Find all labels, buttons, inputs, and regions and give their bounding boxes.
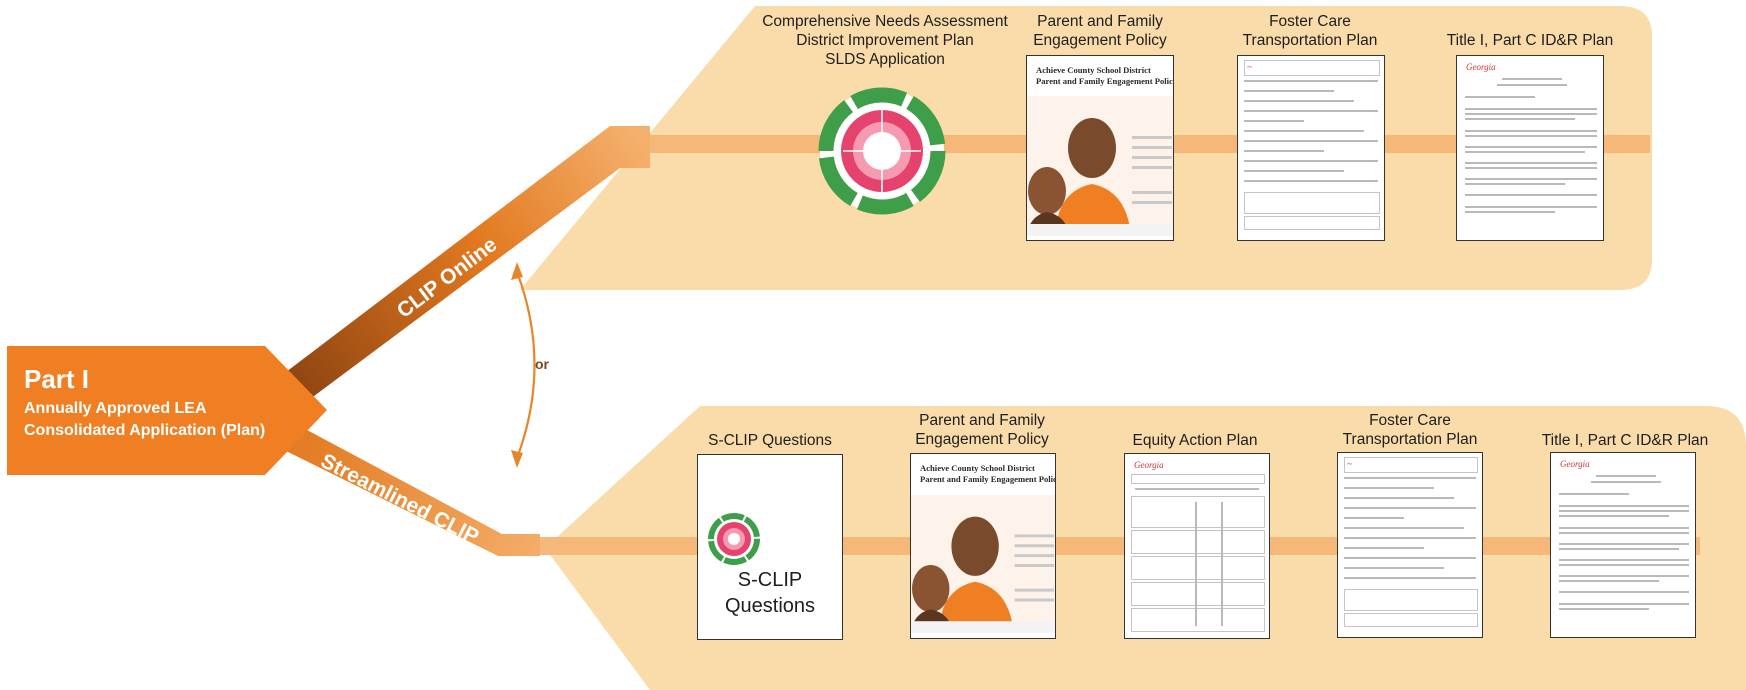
online-item-label-pfe: Parent and Family Engagement Policy [1033, 13, 1167, 49]
or-arrowhead-top [511, 262, 523, 280]
streamlined-item-label-titlec: Title I, Part C ID&R Plan [1541, 432, 1709, 449]
part1-subtitle: Annually Approved LEA Consolidated Appli… [24, 398, 265, 442]
online-policy-cover: Achieve County School District Parent an… [1026, 55, 1174, 241]
streamlined-item-label-sclip: S-CLIP Questions [708, 432, 832, 449]
part1-block: Part I Annually Approved LEA Consolidate… [7, 346, 327, 475]
online-item-label-titlec: Title I, Part C ID&R Plan [1446, 32, 1614, 49]
policy-cover-header: Achieve County School District Parent an… [920, 463, 1056, 484]
letter-logo: Georgia [1560, 459, 1590, 469]
streamlined-item-label-equity: Equity Action Plan [1132, 432, 1258, 449]
sclip-card: S-CLIP Questions [697, 454, 843, 640]
table-doc-logo: Georgia [1134, 460, 1164, 470]
online-item-label-foster: Foster Care Transportation Plan [1242, 13, 1378, 49]
streamlined-item-label-pfe: Parent and Family Engagement Policy [915, 412, 1049, 448]
streamlined-foster-form: ~ [1337, 452, 1483, 638]
part1-subtitle-line1: Annually Approved LEA [24, 400, 207, 417]
part1-arrow-shape [7, 346, 327, 475]
cycle-graphic [818, 87, 946, 215]
part1-title: Part I [24, 364, 90, 394]
letter-logo: Georgia [1466, 62, 1496, 72]
streamlined-titlec-letter: Georgia [1550, 452, 1696, 638]
form-logo: ~ [1247, 62, 1252, 72]
or-label: or [535, 356, 549, 372]
or-arrowhead-bottom [511, 450, 523, 468]
form-logo: ~ [1347, 459, 1352, 469]
equity-table-document: Georgia [1124, 453, 1270, 639]
streamlined-branch [284, 422, 540, 556]
online-item-label-cna: Comprehensive Needs Assessment District … [762, 13, 1008, 68]
family-photo [1027, 96, 1173, 236]
sclip-card-text: S-CLIP Questions [724, 569, 816, 617]
or-arc-arrow [515, 271, 536, 459]
family-photo [911, 494, 1055, 634]
online-branch [286, 126, 650, 402]
online-titlec-letter: Georgia [1456, 55, 1604, 241]
policy-cover-header: Achieve County School District Parent an… [1036, 65, 1174, 86]
part1-subtitle-line2: Consolidated Application (Plan) [24, 422, 266, 439]
streamlined-item-label-foster: Foster Care Transportation Plan [1342, 412, 1478, 448]
online-foster-form: ~ [1237, 55, 1385, 241]
streamlined-policy-cover: Achieve County School District Parent an… [910, 453, 1056, 639]
sclip-cycle-icon [708, 513, 760, 565]
